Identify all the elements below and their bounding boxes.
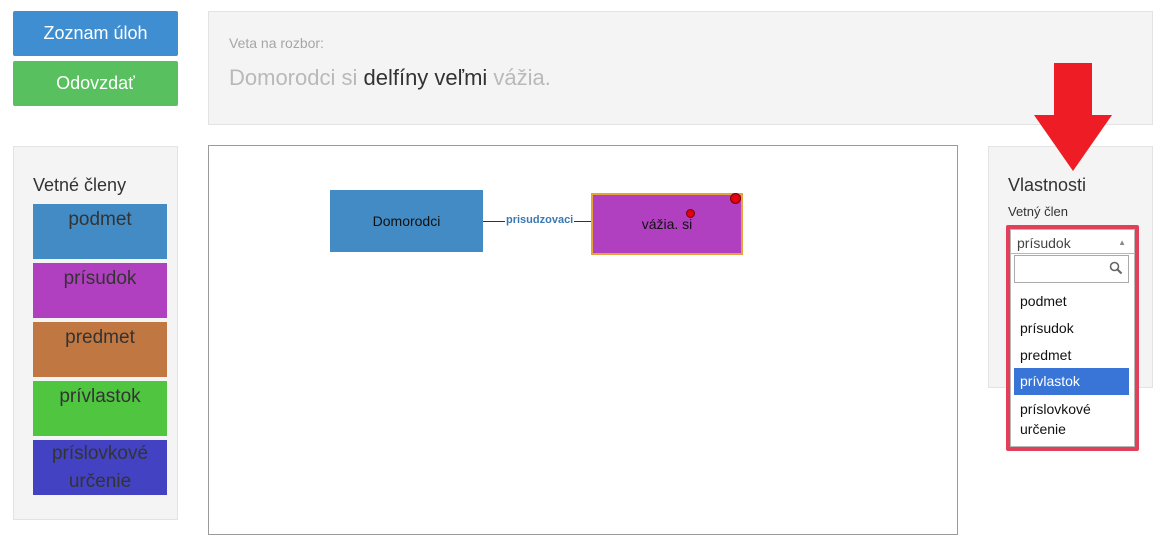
- sentence-label: Veta na rozbor:: [229, 35, 324, 51]
- task-list-button[interactable]: Zoznam úloh: [13, 11, 178, 56]
- sentence-word: Domorodci si: [229, 65, 364, 90]
- sentence-word-highlighted: delfíny veľmi: [363, 65, 488, 90]
- dropdown-option[interactable]: príslovkové určenie: [1020, 401, 1091, 437]
- sentence-text: Domorodci si delfíny veľmi vážia.: [229, 65, 551, 91]
- properties-title: Vlastnosti: [1008, 175, 1087, 195]
- node-subject[interactable]: Domorodci: [330, 190, 483, 252]
- sentence-word: vážia.: [487, 65, 551, 90]
- dropdown-option-highlighted[interactable]: prívlastok: [1014, 368, 1129, 395]
- field-label: Vetný člen: [1008, 204, 1068, 219]
- sentence-panel: Veta na rozbor: Domorodci si delfíny veľ…: [208, 11, 1153, 125]
- member-privlastok[interactable]: prívlastok: [33, 381, 167, 436]
- member-prisudok[interactable]: prísudok: [33, 263, 167, 318]
- dropdown-option[interactable]: podmet: [1020, 293, 1067, 309]
- member-podmet[interactable]: podmet: [33, 204, 167, 259]
- dropdown-option[interactable]: predmet: [1020, 347, 1072, 363]
- select-dropdown: podmet prísudok predmet prívlastok prísl…: [1010, 253, 1135, 447]
- highlight-annotation-box: [1006, 225, 1139, 451]
- red-arrow-icon: [1034, 63, 1112, 171]
- search-icon: [1109, 261, 1123, 275]
- members-title: Vetné členy: [33, 175, 127, 195]
- member-prislovkove-urcenie[interactable]: príslovkové určenie: [33, 440, 167, 495]
- diagram-canvas[interactable]: Domorodci prisudzovaci vážia. si: [208, 145, 958, 535]
- edge-label: prisudzovaci: [505, 214, 575, 226]
- dropdown-search-input[interactable]: [1014, 255, 1129, 283]
- member-type-select[interactable]: prísudok ▲: [1010, 229, 1135, 255]
- dropdown-option[interactable]: prísudok: [1020, 320, 1074, 336]
- node-predicate-label: vážia. si: [641, 216, 693, 232]
- node-subject-label: Domorodci: [372, 213, 441, 229]
- member-predmet[interactable]: predmet: [33, 322, 167, 377]
- connect-handle[interactable]: [730, 193, 741, 204]
- select-value: prísudok: [1017, 235, 1071, 251]
- connect-handle-inner[interactable]: [686, 209, 695, 218]
- node-predicate[interactable]: vážia. si: [591, 193, 743, 255]
- sentence-members-panel: Vetné členy podmet prísudok predmet prív…: [13, 146, 178, 520]
- submit-button[interactable]: Odovzdať: [13, 61, 178, 106]
- chevron-up-icon: ▲: [1118, 238, 1126, 247]
